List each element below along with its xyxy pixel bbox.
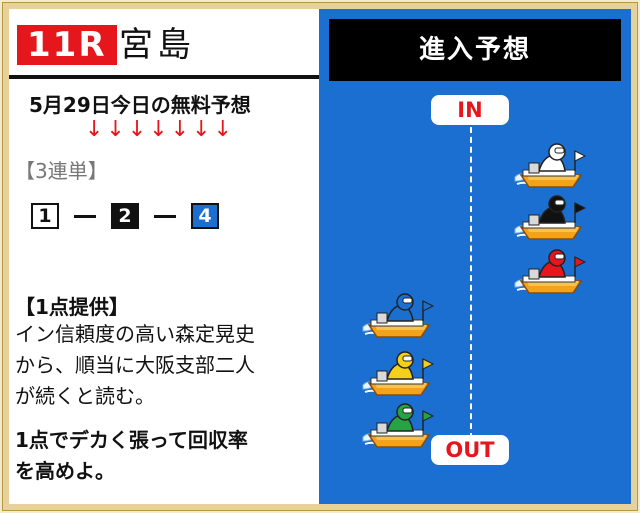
boat-icon <box>361 397 437 453</box>
note-line: から、順当に大阪支部二人 <box>15 353 255 377</box>
note-emphasis-line: 1点でデカく張って回収率 <box>15 428 248 452</box>
note-emphasis: 1点でデカく張って回収率 を高めよ。 <box>15 425 248 487</box>
boat-icon <box>513 243 589 299</box>
prediction-panel: 11R 宮島 5月29日今日の無料予想 ↓↓↓↓↓↓↓ 【3連単】 1 2 4 … <box>9 9 319 504</box>
note-line: が続くと読む。 <box>15 384 155 408</box>
note-emphasis-line: を高めよ。 <box>15 459 115 483</box>
entry-prediction-title: 進入予想 <box>329 19 621 81</box>
title-divider <box>9 75 319 79</box>
note-title: 【1点提供】 <box>15 295 129 319</box>
in-label: IN <box>431 95 509 125</box>
race-number-badge: 11R <box>17 25 117 65</box>
entry-prediction-panel: 進入予想 IN OUT <box>319 9 631 504</box>
boat-icon <box>513 189 589 245</box>
combo-separator <box>154 214 176 218</box>
boat-icon <box>361 287 437 343</box>
free-prediction-title: 5月29日今日の無料予想 <box>29 93 251 117</box>
out-label: OUT <box>431 435 509 465</box>
start-line <box>470 127 472 439</box>
note-line: イン信頼度の高い森定晃史 <box>15 322 255 346</box>
bet-combination: 1 2 4 <box>31 203 219 229</box>
combo-second-box: 2 <box>111 203 139 229</box>
combo-first-box: 1 <box>31 203 59 229</box>
down-arrows-icon: ↓↓↓↓↓↓↓ <box>85 117 236 142</box>
combo-third-box: 4 <box>191 203 219 229</box>
note-body: イン信頼度の高い森定晃史 から、順当に大阪支部二人 が続くと読む。 <box>15 319 319 412</box>
combo-separator <box>74 214 96 218</box>
ticket-type-label: 【3連単】 <box>15 159 108 183</box>
boat-icon <box>361 345 437 401</box>
boat-icon <box>513 137 589 193</box>
venue-name: 宮島 <box>119 25 195 65</box>
